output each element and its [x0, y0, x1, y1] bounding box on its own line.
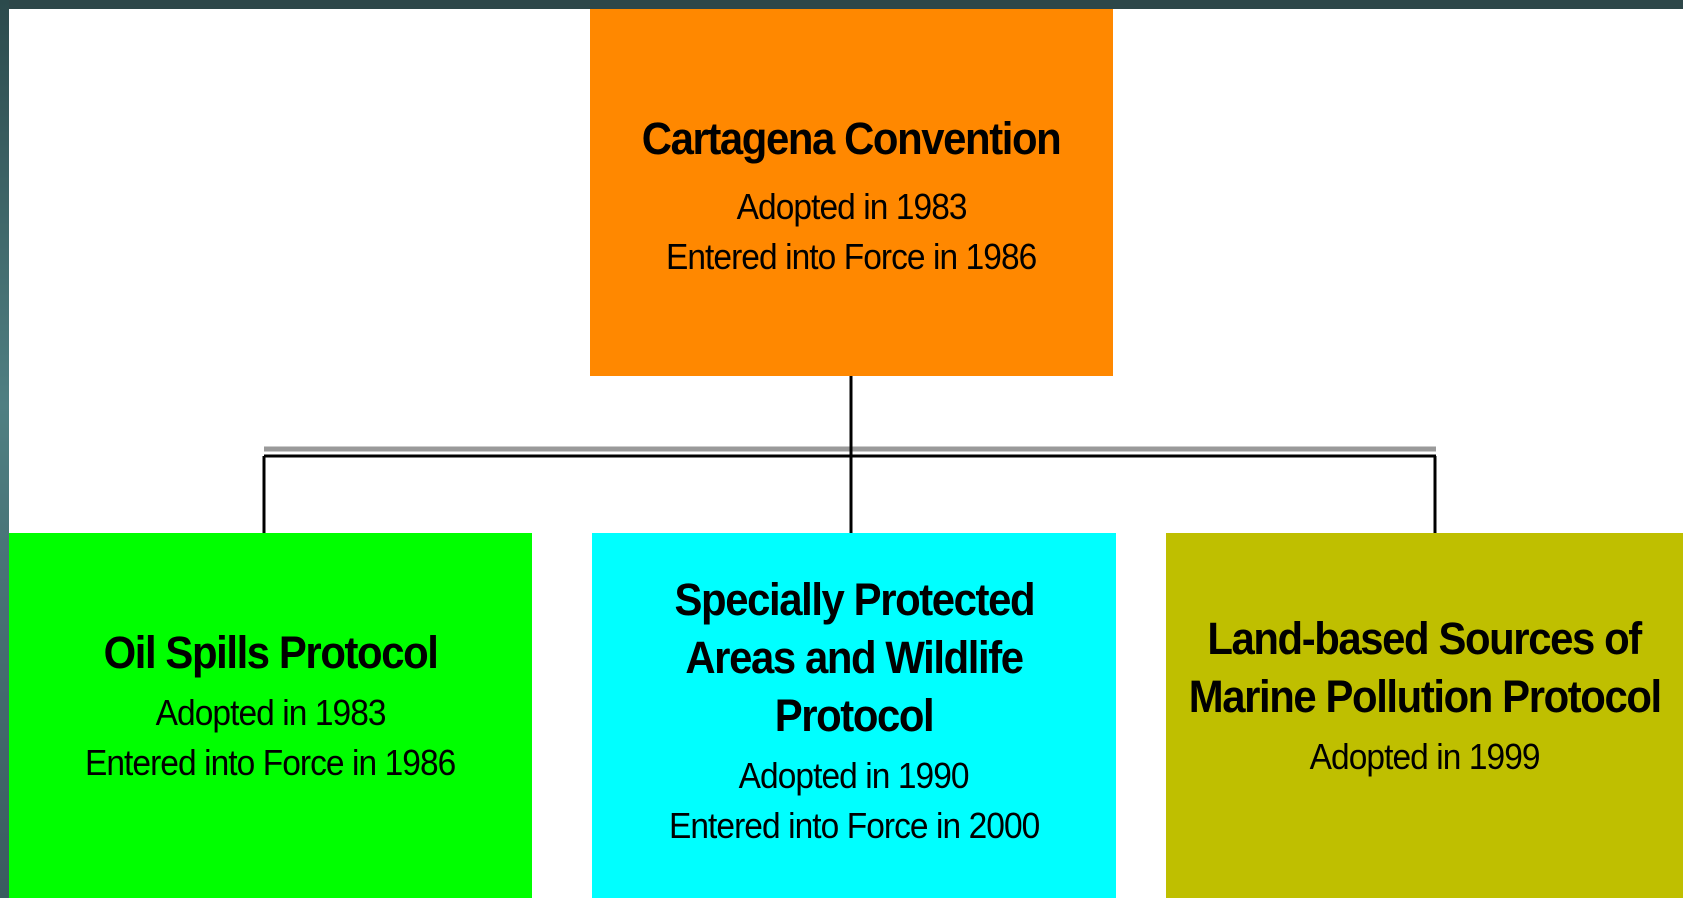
spaw-title-line-2: Areas and Wildlife Protocol	[685, 631, 1024, 741]
oil-spills-title: Oil Spills Protocol	[103, 626, 439, 678]
cartagena-convention-title: Cartagena Convention	[642, 112, 1062, 164]
oil-spills-entered-force: Entered into Force in 1986	[85, 741, 456, 783]
spaw-protocol-box: Specially Protected Areas and Wildlife P…	[592, 533, 1116, 898]
lbs-title-line-2: Marine Pollution Protocol	[1188, 670, 1661, 722]
oil-spills-adopted: Adopted in 1983	[155, 691, 387, 733]
spaw-adopted: Adopted in 1990	[739, 754, 970, 796]
lbs-title-line-1: Land-based Sources of	[1207, 612, 1643, 664]
cartagena-adopted: Adopted in 1983	[736, 185, 968, 227]
left-border	[0, 0, 9, 898]
lbs-protocol-box: Land-based Sources of Marine Pollution P…	[1166, 533, 1683, 898]
lbs-adopted: Adopted in 1999	[1309, 735, 1541, 777]
cartagena-entered-force: Entered into Force in 1986	[666, 235, 1037, 277]
cartagena-convention-box: Cartagena Convention Adopted in 1983 Ent…	[590, 9, 1113, 376]
oil-spills-protocol-box: Oil Spills Protocol Adopted in 1983 Ente…	[9, 533, 532, 898]
top-border	[0, 0, 1683, 9]
spaw-entered-force: Entered into Force in 2000	[668, 804, 1040, 846]
spaw-title-line-1: Specially Protected	[674, 573, 1035, 625]
